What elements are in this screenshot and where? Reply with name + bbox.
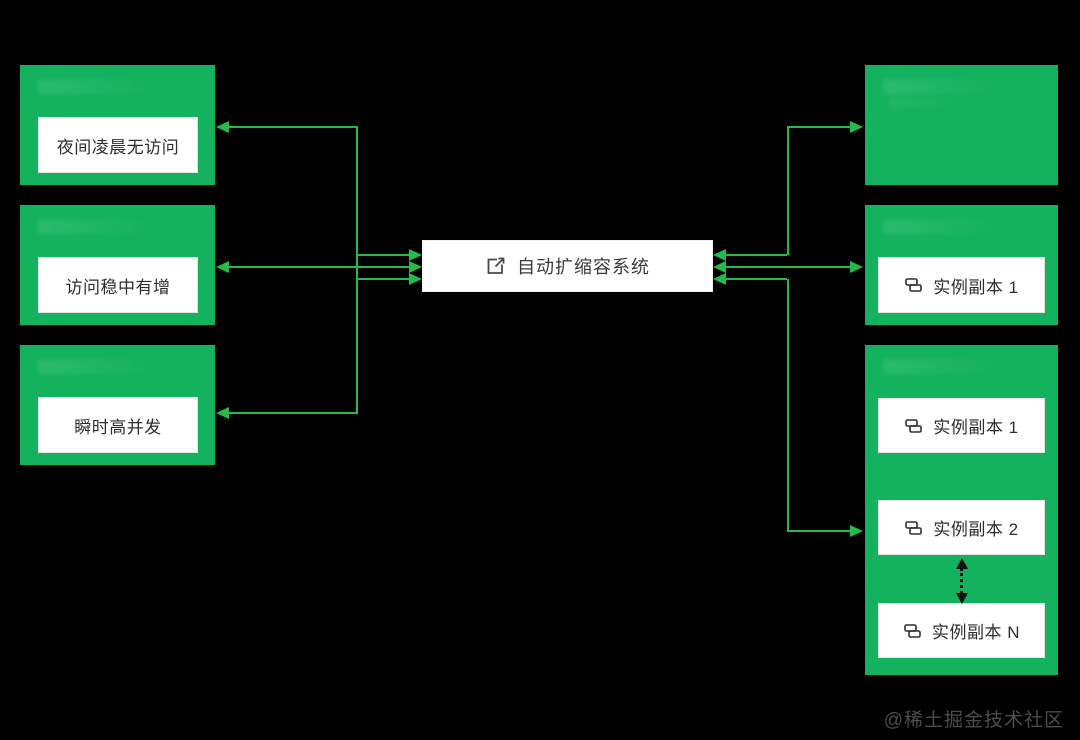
connector-right-vertical-up: [787, 126, 789, 255]
arrowhead-into-center-3: [409, 273, 422, 285]
autoscaler-label: 自动扩缩容系统: [517, 257, 650, 277]
replica-chip: 实例副本 2: [878, 500, 1045, 555]
arrowhead-into-right-top: [850, 121, 863, 133]
connector-right-vertical-down: [787, 279, 789, 531]
faint-header-text: [883, 79, 1001, 94]
connector-scenario1: [229, 126, 357, 128]
connector-scenario2: [229, 266, 410, 268]
connector-center-in-top: [356, 254, 410, 256]
connector-center-out-top: [726, 254, 787, 256]
scenario-label-3: 瞬时高并发: [74, 417, 162, 437]
watermark: @稀土掘金技术社区: [883, 710, 1064, 731]
dotted-arrow-down: [956, 593, 968, 604]
instance-icon: [904, 623, 921, 638]
expand-icon: [485, 255, 507, 277]
connector-right-middle: [726, 266, 850, 268]
replica-chip: 实例副本 1: [878, 257, 1045, 313]
scenario-box-1: 夜间凌晨无访问: [20, 65, 215, 185]
connector-center-out-bottom: [726, 278, 787, 280]
arrowhead-into-scenario2: [216, 261, 229, 273]
arrowhead-into-center-2: [409, 261, 422, 273]
arrowhead-into-scenario1: [216, 121, 229, 133]
connector-center-in-bottom: [356, 278, 410, 280]
replica-label: 实例副本 2: [933, 520, 1019, 539]
autoscaler-box: 自动扩缩容系统: [422, 240, 713, 292]
instance-icon: [905, 278, 923, 292]
arrowhead-into-center-r3: [713, 273, 726, 285]
dotted-connector: [960, 568, 963, 594]
connector-left-vertical: [356, 126, 358, 414]
faint-header-text: [38, 359, 156, 374]
faint-header-text: [38, 219, 156, 234]
arrowhead-into-center-r1: [713, 249, 726, 261]
scenario-label-1: 夜间凌晨无访问: [56, 137, 180, 157]
instance-icon: [905, 520, 923, 535]
replica-label: 实例副本 N: [932, 623, 1020, 642]
replica-label: 实例副本 1: [933, 277, 1019, 297]
connector-right-bottom: [787, 530, 850, 532]
faint-header-text: [889, 97, 959, 107]
instance-icon: [905, 418, 923, 433]
arrowhead-into-right-bottom: [850, 525, 863, 537]
faint-header-text: [883, 359, 1001, 374]
right-box-top: [865, 65, 1058, 185]
scenario-box-3: 瞬时高并发: [20, 345, 215, 465]
right-box-middle: 实例副本 1: [865, 205, 1058, 325]
replica-chip: 实例副本 N: [878, 603, 1045, 658]
arrowhead-into-center-1: [409, 249, 422, 261]
scenario-label-2: 访问稳中有增: [65, 277, 171, 297]
dotted-arrow-up: [956, 558, 968, 569]
connector-right-top: [787, 126, 850, 128]
scenario-chip-1: 夜间凌晨无访问: [38, 117, 198, 173]
scenario-chip-3: 瞬时高并发: [38, 397, 198, 453]
arrowhead-into-right-middle: [850, 261, 863, 273]
arrowhead-into-center-r2: [713, 261, 726, 273]
right-box-pool: 实例副本 1 实例副本 2 实例副本 N: [865, 345, 1058, 675]
connector-scenario3: [229, 412, 357, 414]
replica-label: 实例副本 1: [933, 418, 1019, 437]
faint-header-text: [883, 219, 1001, 234]
scenario-chip-2: 访问稳中有增: [38, 257, 198, 313]
faint-header-text: [38, 79, 156, 94]
replica-chip: 实例副本 1: [878, 398, 1045, 453]
arrowhead-into-scenario3: [216, 407, 229, 419]
scenario-box-2: 访问稳中有增: [20, 205, 215, 325]
